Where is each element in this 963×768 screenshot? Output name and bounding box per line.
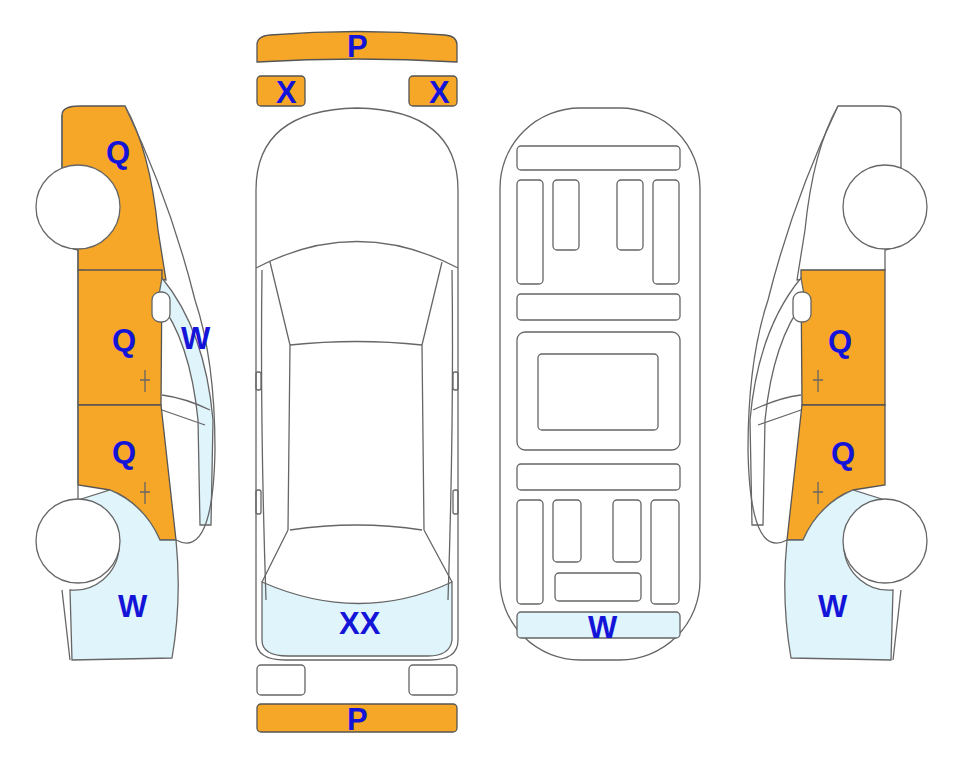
damage-code: Q — [112, 325, 136, 356]
damage-code: W — [181, 323, 210, 354]
right-side-view — [748, 106, 927, 660]
damage-code: P — [347, 704, 368, 735]
damage-code: W — [588, 612, 617, 643]
top-view — [256, 32, 458, 733]
damage-code: XX — [339, 608, 380, 639]
underbody-view — [500, 108, 700, 660]
left-side-view — [36, 106, 215, 660]
damage-code: W — [818, 591, 847, 622]
damage-code: Q — [112, 437, 136, 468]
damage-code: Q — [106, 137, 130, 168]
damage-code: P — [347, 31, 368, 62]
damage-code: Q — [831, 438, 855, 469]
damage-code: W — [118, 591, 147, 622]
damage-code: X — [429, 77, 450, 108]
damage-code: Q — [828, 326, 852, 357]
damage-code: X — [276, 77, 297, 108]
